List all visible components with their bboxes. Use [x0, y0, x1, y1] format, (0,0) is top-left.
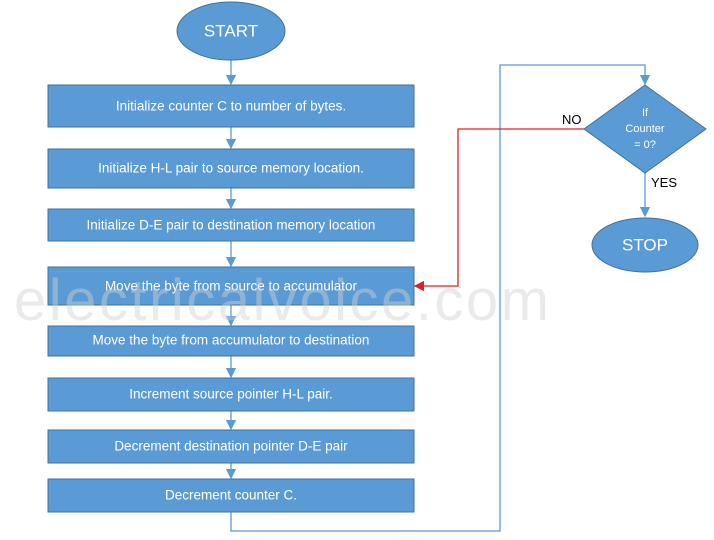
step-label: Initialize counter C to number of bytes.: [116, 99, 346, 114]
process-step-3: Initialize D-E pair to destination memor…: [47, 208, 415, 242]
decision-line-1: If: [642, 107, 649, 119]
arrow-decision-no-loop: [413, 128, 584, 292]
decision-line-2: Counter: [625, 123, 664, 135]
process-step-2: Initialize H-L pair to source memory loc…: [47, 148, 415, 189]
step-label: Move the byte from accumulator to destin…: [93, 333, 370, 348]
decision-counter-zero: If Counter = 0?: [583, 84, 707, 174]
stop-label: STOP: [622, 235, 668, 254]
stop-terminal: STOP: [591, 217, 699, 273]
decision-line-3: = 0?: [634, 139, 656, 151]
arrow-step8-to-decision: [230, 64, 651, 532]
yes-branch-label: YES: [651, 175, 677, 190]
step-label: Decrement counter C.: [165, 488, 297, 503]
process-step-5: Move the byte from accumulator to destin…: [47, 325, 415, 357]
step-label: Initialize D-E pair to destination memor…: [87, 218, 376, 233]
step-label: Increment source pointer H-L pair.: [129, 387, 333, 402]
process-step-7: Decrement destination pointer D-E pair: [47, 429, 415, 464]
connectors: [225, 60, 651, 532]
step-label: Decrement destination pointer D-E pair: [114, 439, 348, 454]
process-step-1: Initialize counter C to number of bytes.: [47, 84, 415, 128]
start-label: START: [204, 21, 258, 40]
step-label: Initialize H-L pair to source memory loc…: [98, 161, 364, 176]
step-label: Move the byte from source to accumulator: [105, 279, 358, 294]
process-step-8: Decrement counter C.: [47, 478, 415, 513]
no-branch-label: NO: [562, 112, 582, 127]
process-step-4: Move the byte from source to accumulator: [47, 266, 415, 306]
start-terminal: START: [176, 1, 286, 61]
process-step-6: Increment source pointer H-L pair.: [47, 377, 415, 412]
